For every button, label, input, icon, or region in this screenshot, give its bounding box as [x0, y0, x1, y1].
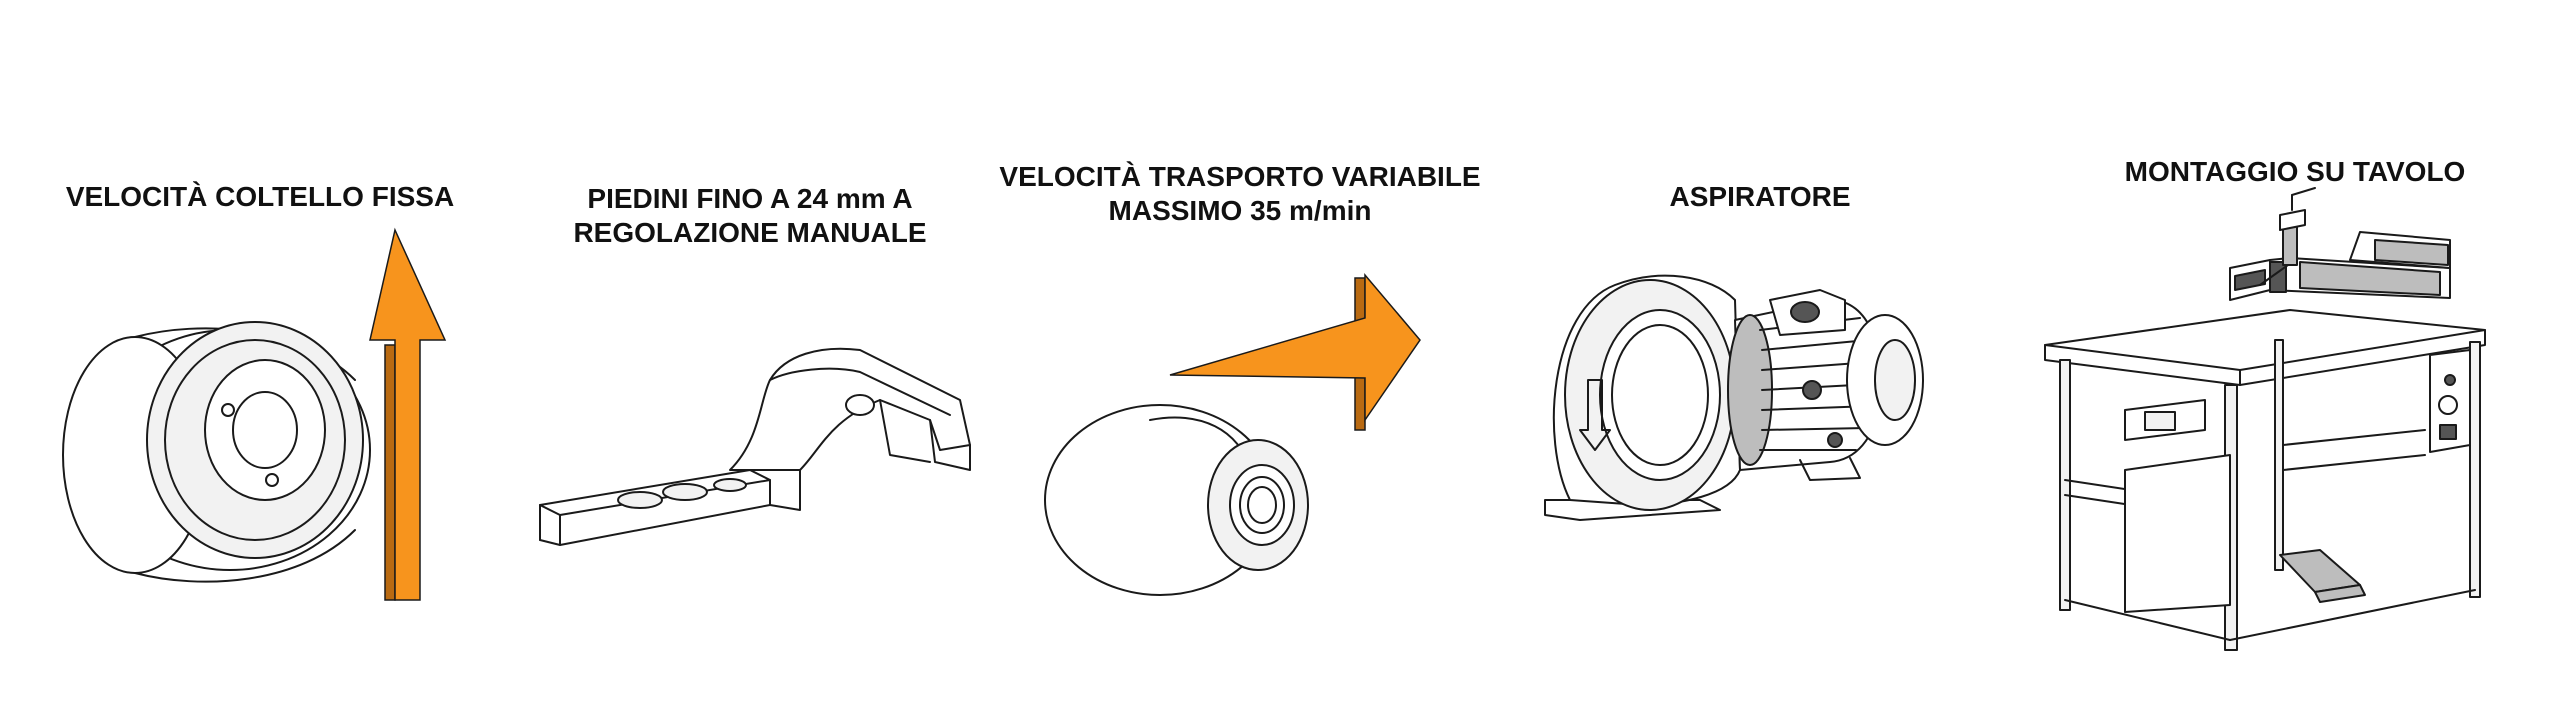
feature-transport-speed: VELOCITÀ TRASPORTO VARIABILE MASSIMO 35 …	[999, 0, 1500, 717]
caption-transport-speed: VELOCITÀ TRASPORTO VARIABILE MASSIMO 35 …	[980, 160, 1500, 228]
arrow-shadow	[384, 344, 396, 601]
knife-wheel-illustration	[62, 321, 371, 583]
caption-line: VELOCITÀ TRASPORTO VARIABILE	[999, 161, 1481, 192]
caption-knife-speed: VELOCITÀ COLTELLO FISSA	[40, 180, 480, 214]
caption-line: MONTAGGIO SU TAVOLO	[2124, 156, 2466, 187]
caption-line: PIEDINI FINO A 24 mm A	[587, 183, 913, 214]
caption-table-mount: MONTAGGIO SU TAVOLO	[2080, 155, 2510, 189]
arrow-up-icon	[369, 227, 447, 601]
feature-knife-speed: VELOCITÀ COLTELLO FISSA	[0, 0, 500, 717]
workbench-illustration	[2044, 187, 2486, 651]
caption-line: REGOLAZIONE MANUALE	[573, 217, 927, 248]
caption-line: VELOCITÀ COLTELLO FISSA	[65, 181, 455, 212]
arrow-body	[1169, 272, 1421, 423]
presser-foot-illustration	[539, 347, 971, 546]
arrow-right-icon	[1169, 272, 1421, 431]
caption-line: MASSIMO 35 m/min	[1108, 195, 1372, 226]
caption-aspirator: ASPIRATORE	[1560, 180, 1960, 214]
caption-line: ASPIRATORE	[1669, 181, 1851, 212]
transport-roller-illustration	[1044, 404, 1309, 596]
aspirator-illustration	[1544, 274, 1924, 521]
feature-presser-feet: PIEDINI FINO A 24 mm A REGOLAZIONE MANUA…	[500, 0, 1000, 717]
arrow-body	[369, 227, 447, 601]
caption-presser-feet: PIEDINI FINO A 24 mm A REGOLAZIONE MANUA…	[530, 182, 970, 250]
feature-table-mount: MONTAGGIO SU TAVOLO	[2030, 0, 2560, 717]
feature-aspirator: ASPIRATORE	[1500, 0, 2030, 717]
